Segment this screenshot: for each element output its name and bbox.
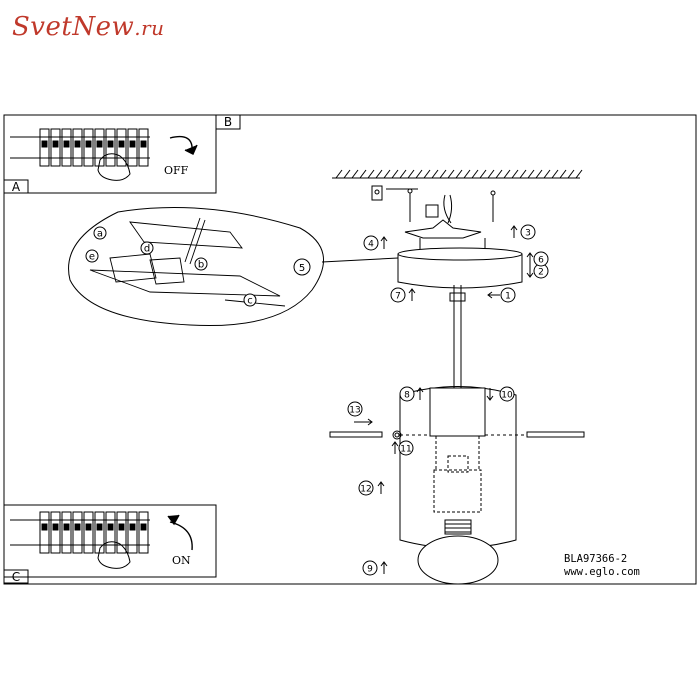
step-10-label: 10 bbox=[501, 391, 513, 401]
step-7-arrow bbox=[408, 288, 416, 301]
product-info: BLA97366-2 www.eglo.com bbox=[564, 553, 640, 579]
suspension-cord bbox=[449, 285, 466, 395]
step-3-label: 3 bbox=[525, 229, 531, 239]
step-4-arrow bbox=[380, 236, 388, 249]
off-label: OFF bbox=[164, 164, 189, 177]
step-4-label: 4 bbox=[368, 240, 374, 250]
detail-marker-label: e bbox=[89, 252, 95, 263]
step-8-label: 8 bbox=[404, 391, 410, 401]
step-13-arrow bbox=[354, 418, 373, 426]
callout-leader bbox=[321, 257, 399, 263]
detail-marker-e: e bbox=[85, 249, 99, 263]
step-1-label: 1 bbox=[505, 292, 511, 302]
step-7-marker: 7 bbox=[390, 287, 416, 303]
step-9-marker: 9 bbox=[362, 560, 388, 576]
step-8-arrow bbox=[416, 387, 424, 400]
step-1-arrow bbox=[487, 291, 500, 299]
step-13-marker: 13 bbox=[347, 401, 373, 426]
step-6-arrow bbox=[526, 252, 534, 265]
curved-arrow-icon bbox=[167, 514, 193, 551]
curved-arrow-icon bbox=[169, 135, 198, 155]
step-7-label: 7 bbox=[395, 292, 401, 302]
detail-marker-a: a bbox=[93, 226, 107, 240]
panel-b-fusebox bbox=[3, 114, 241, 194]
detail-marker-b: b bbox=[194, 257, 208, 271]
brand-logo: SvetNew.ru bbox=[12, 12, 165, 42]
step-3-arrow bbox=[510, 225, 518, 238]
panel-b-tag-box bbox=[215, 114, 241, 130]
panel-c-tag-box bbox=[3, 569, 29, 584]
step-11-arrow bbox=[391, 441, 399, 454]
diagram-frame bbox=[3, 114, 697, 585]
wiring-detail-bubble: a b c d e bbox=[68, 207, 399, 327]
panel-a-tag-box bbox=[3, 179, 29, 194]
step-10-arrow bbox=[486, 388, 494, 401]
step-9-label: 9 bbox=[367, 565, 373, 575]
detail-marker-d: d bbox=[140, 241, 154, 255]
panel-c-fusebox bbox=[3, 504, 217, 584]
panel-c-tag: C bbox=[11, 570, 21, 584]
hand-icon bbox=[97, 541, 131, 569]
light-bulb bbox=[417, 519, 499, 585]
step-6-label: 6 bbox=[538, 256, 544, 266]
detail-marker-c: c bbox=[243, 293, 257, 307]
step-12-label: 12 bbox=[360, 485, 371, 495]
mounting-bracket bbox=[371, 185, 496, 250]
step-4-marker: 4 bbox=[363, 235, 388, 251]
step-11-label: 11 bbox=[400, 445, 411, 455]
step-2-marker: 2 bbox=[526, 263, 549, 279]
step-9-arrow bbox=[380, 561, 388, 574]
step-3-marker: 3 bbox=[510, 224, 536, 240]
breaker-row-b bbox=[10, 128, 150, 167]
panel-a-tag: A bbox=[11, 180, 21, 194]
step-2-label: 2 bbox=[538, 268, 544, 278]
step-12-arrow bbox=[377, 481, 385, 494]
canopy bbox=[397, 247, 523, 289]
product-code: BLA97366-2 bbox=[564, 553, 628, 565]
step-5-marker bbox=[293, 258, 311, 276]
step-8-marker: 8 bbox=[399, 386, 424, 402]
fixing-rods bbox=[329, 430, 585, 440]
detail-marker-label: b bbox=[198, 260, 204, 271]
step-11-marker: 11 bbox=[391, 440, 414, 456]
detail-marker-label: c bbox=[247, 296, 253, 307]
step-10-marker: 10 bbox=[486, 386, 515, 402]
on-label: ON bbox=[172, 554, 191, 567]
ceiling-hatch bbox=[332, 169, 583, 179]
step-5-label: 5 bbox=[299, 263, 305, 274]
panel-b-tag: B bbox=[223, 115, 233, 129]
step-12-marker: 12 bbox=[358, 480, 385, 496]
step-1-marker: 1 bbox=[487, 287, 516, 303]
step-2-arrow bbox=[526, 265, 534, 278]
breaker-row-c bbox=[10, 511, 150, 554]
terminal-block-drawing bbox=[89, 217, 286, 307]
step-6-marker: 6 bbox=[526, 251, 549, 267]
step-13-label: 13 bbox=[349, 406, 360, 416]
hand-icon bbox=[97, 153, 131, 181]
detail-marker-label: d bbox=[144, 244, 150, 255]
website-url: www.eglo.com bbox=[564, 566, 640, 578]
detail-marker-label: a bbox=[97, 229, 103, 240]
